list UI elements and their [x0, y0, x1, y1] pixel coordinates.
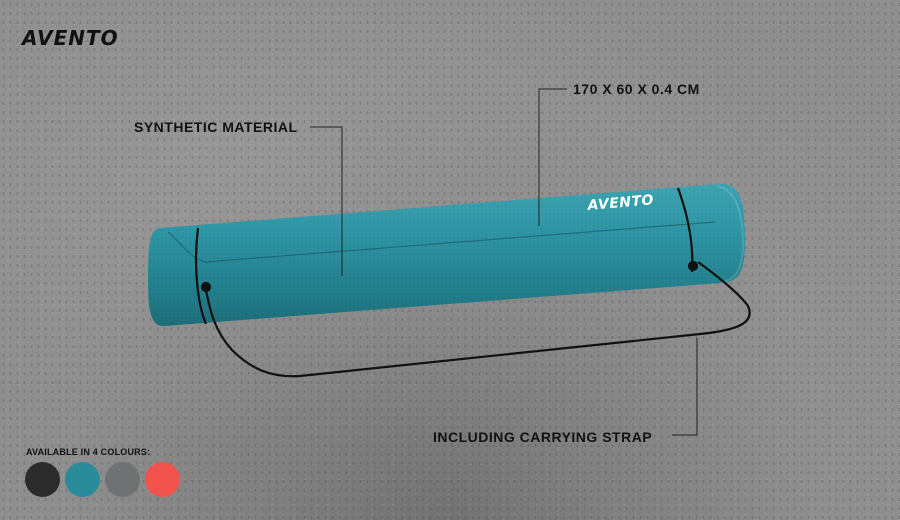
swatch-black	[25, 462, 60, 497]
callout-synthetic-material: SYNTHETIC MATERIAL	[134, 119, 298, 135]
colours-label: AVAILABLE IN 4 COLOURS:	[26, 447, 151, 457]
carrying-strap	[194, 187, 751, 378]
callout-carrying-strap: INCLUDING CARRYING STRAP	[433, 429, 653, 445]
swatch-coral	[145, 462, 180, 497]
mat-logo: AVENTO	[586, 192, 655, 214]
brand-logo-swoosh-icon	[22, 30, 158, 50]
callout-lines	[310, 88, 698, 436]
callout-dimensions: 170 X 60 X 0.4 CM	[573, 81, 700, 97]
swatch-grey	[105, 462, 140, 497]
swatch-teal	[65, 462, 100, 497]
brand-logo: AVENTO	[22, 26, 119, 50]
yoga-mat	[148, 183, 745, 327]
colour-swatches	[25, 462, 180, 497]
